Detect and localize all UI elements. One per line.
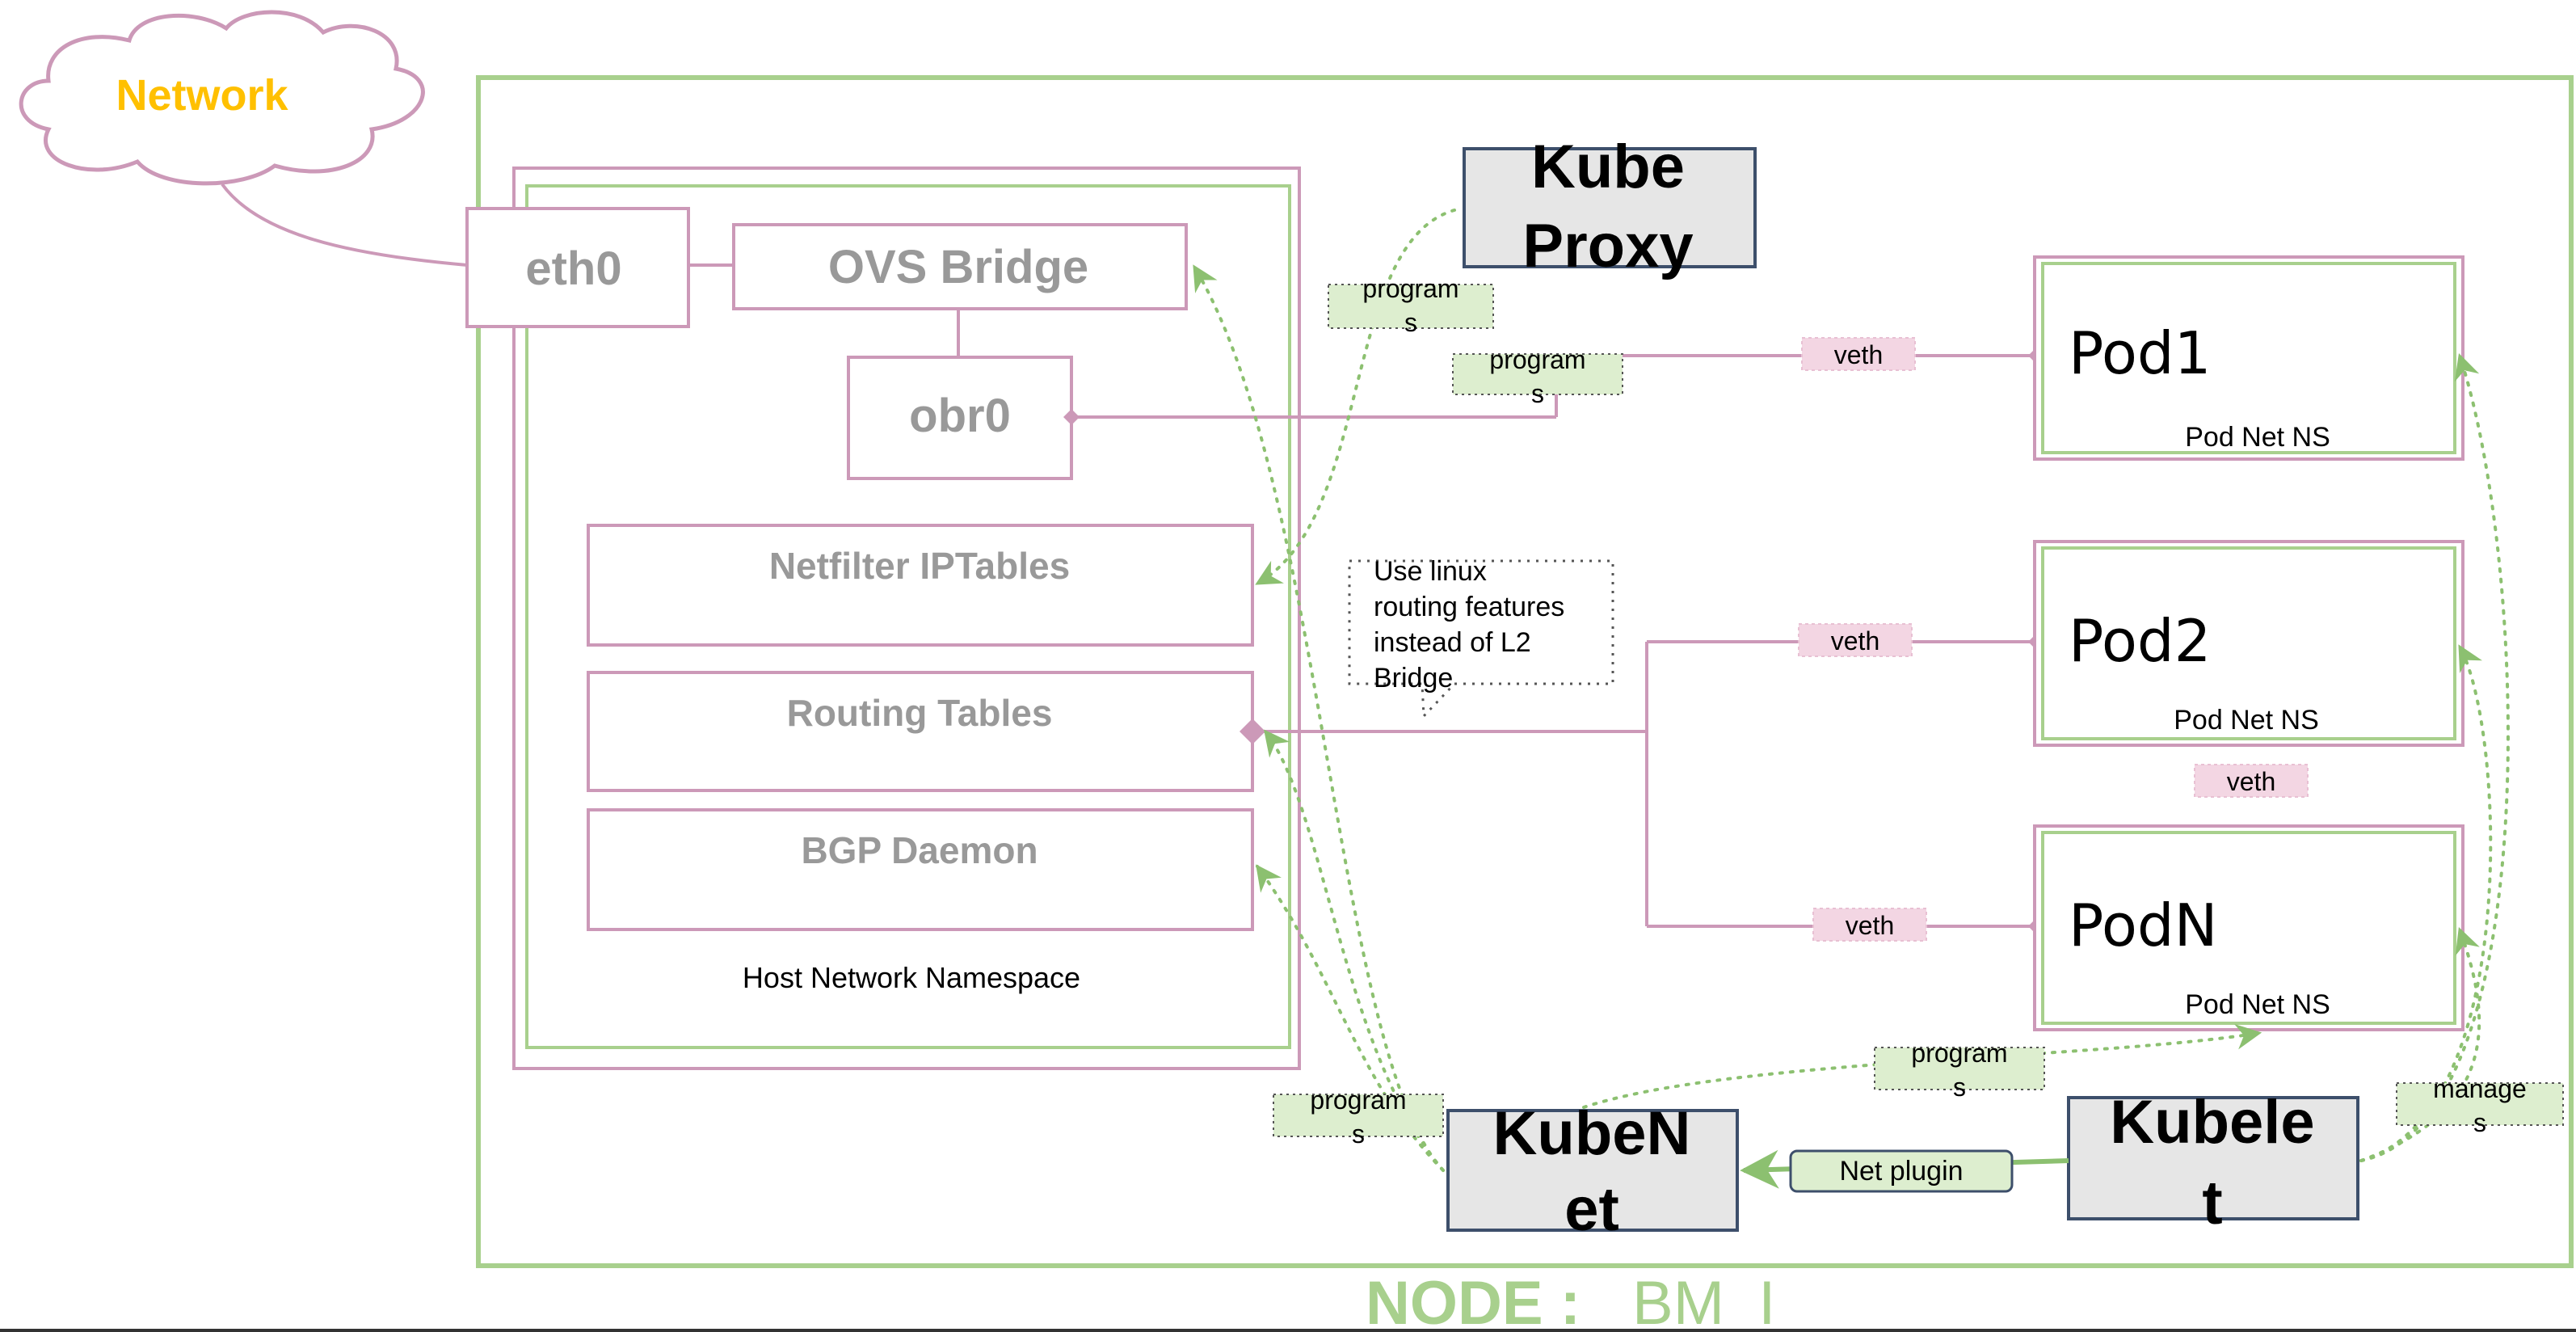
veth-label-pod1: veth: [1834, 340, 1883, 369]
pod1: Pod1 Pod Net NS: [2033, 255, 2464, 461]
bgp-daemon-box: [587, 808, 1254, 931]
kube-proxy-line1: Kube: [1531, 133, 1685, 201]
node-name: BM_I: [1632, 1269, 1775, 1332]
programs-label-obr0-2: s: [1531, 379, 1544, 408]
pod1-name: Pod1: [2069, 319, 2211, 387]
veth-label-pod2: veth: [1831, 626, 1879, 655]
manages-label-2: s: [2473, 1108, 2486, 1137]
pod2-ns: Pod Net NS: [2174, 705, 2319, 736]
network-cloud: Network: [19, 10, 425, 186]
programs-label-kubeproxy-2: s: [1404, 308, 1417, 337]
veth-label-podn: veth: [1846, 911, 1894, 940]
node-frame: [476, 75, 2574, 1268]
kubelet-box: [2067, 1096, 2359, 1220]
node-label: NODE :: [1366, 1269, 1581, 1332]
cloud-to-eth0-link: [221, 183, 468, 267]
kubenet-box: [1446, 1109, 1739, 1232]
network-label: Network: [116, 71, 288, 120]
note-line2: routing features: [1374, 592, 1564, 622]
note-line3: instead of L2: [1374, 627, 1531, 658]
host-namespace-label: Host Network Namespace: [743, 961, 1080, 994]
pod2: Pod2 Pod Net NS: [2033, 540, 2464, 747]
programs-label-kubenet-host-2: s: [1352, 1119, 1365, 1149]
manages-label-1: manage: [2433, 1074, 2527, 1103]
programs-label-kubenet-pods-2: s: [1953, 1073, 1966, 1102]
bgp-daemon-label: BGP Daemon: [801, 829, 1038, 871]
podn: PodN Pod Net NS: [2033, 824, 2464, 1031]
kubenet-line1: KubeN: [1493, 1099, 1691, 1168]
netfilter-label: Netfilter IPTables: [769, 545, 1070, 587]
programs-label-kubenet-pods-1: program: [1911, 1039, 2007, 1068]
programs-label-kubeproxy-1: program: [1362, 274, 1458, 303]
routing-tables-box: [587, 671, 1254, 792]
kube-proxy-line2: Proxy: [1522, 212, 1693, 280]
pod1-ns: Pod Net NS: [2185, 422, 2330, 453]
host-namespace-inner: [525, 184, 1291, 1049]
netfilter-box: [587, 524, 1254, 647]
note-line4: Bridge: [1374, 663, 1453, 693]
eth0-label: eth0: [525, 242, 621, 295]
podn-name: PodN: [2069, 892, 2217, 959]
podn-ns: Pod Net NS: [2185, 989, 2330, 1020]
veth-label-between: veth: [2227, 767, 2275, 796]
pod2-name: Pod2: [2069, 607, 2211, 675]
kubelet-line1: Kubele: [2110, 1088, 2314, 1157]
programs-label-kubenet-host-1: program: [1310, 1085, 1406, 1115]
host-namespace-outer: [512, 166, 1301, 1070]
obr0-label: obr0: [909, 390, 1011, 442]
kube-proxy-box: [1463, 147, 1757, 268]
routing-tables-label: Routing Tables: [787, 692, 1053, 734]
kubenet-line2: et: [1564, 1175, 1619, 1244]
net-plugin-label: Net plugin: [1839, 1156, 1963, 1187]
bottom-strip: [0, 1329, 2576, 1332]
kubelet-line2: t: [2202, 1169, 2222, 1237]
eth0-interface: [465, 207, 690, 328]
note-line1: Use linux: [1374, 556, 1487, 587]
routing-note-callout: [1348, 559, 1614, 719]
ovs-bridge-label: OVS Bridge: [828, 241, 1088, 293]
programs-label-obr0-1: program: [1489, 345, 1585, 374]
